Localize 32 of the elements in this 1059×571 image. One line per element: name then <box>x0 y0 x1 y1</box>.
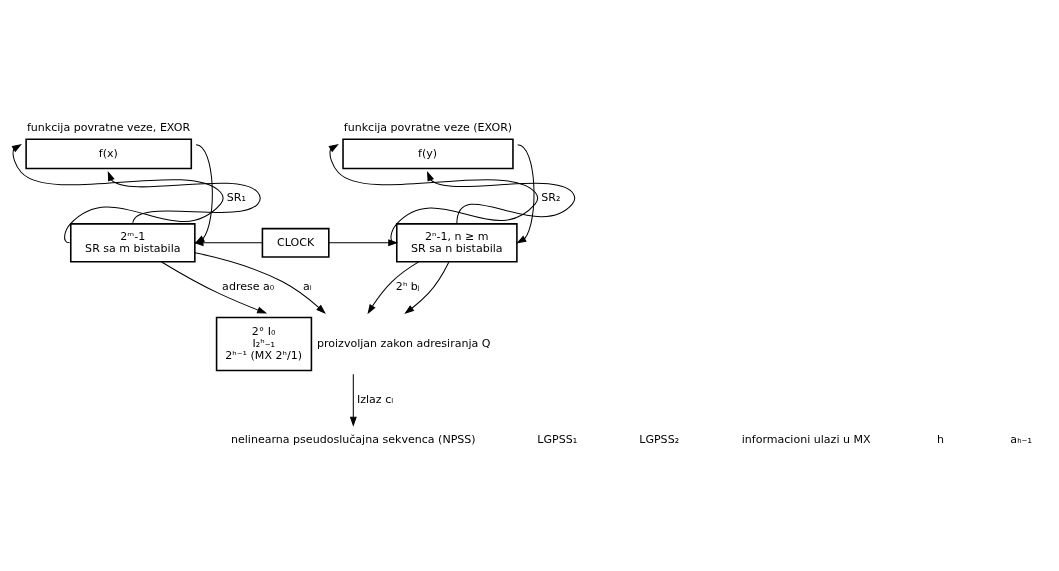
edge-label: adrese a₀ <box>222 280 275 294</box>
arrow <box>194 252 326 314</box>
node-text: nelinearna pseudoslučajna sekvenca (NPSS) <box>230 432 476 446</box>
arrow <box>427 171 576 225</box>
arrow <box>516 144 535 244</box>
arrow <box>404 261 450 315</box>
label: aₕ₋₁ <box>1010 432 1032 446</box>
arrow <box>328 239 399 247</box>
edge-label: SR₂ <box>541 191 561 205</box>
arrow <box>161 261 268 314</box>
node-label: funkcija povratne veze (EXOR) <box>343 120 513 134</box>
edge-label: 2ʰ bⱼ <box>395 280 420 294</box>
label: LGPSS₁ <box>537 432 578 446</box>
node-box: f(x) <box>25 138 193 170</box>
node-box: f(y) <box>342 138 514 170</box>
node-label: proizvoljan zakon adresiranja Q <box>316 336 491 350</box>
label: h <box>937 432 945 446</box>
label: LGPSS₂ <box>639 432 680 446</box>
arrow <box>367 261 420 315</box>
node-label: funkcija povratne veze, EXOR <box>26 120 191 134</box>
edge-label: aᵢ <box>303 280 312 294</box>
edge-label: Izlaz cₗ <box>356 392 394 406</box>
arrow <box>349 373 357 427</box>
node-box: CLOCK <box>261 227 330 258</box>
label: informacioni ulazi u MX <box>741 432 871 446</box>
node-box: 2ⁿ-1, n ≥ m SR sa n bistabila <box>395 223 518 263</box>
node-box: 2° I₀ I₂ʰ₋₁ 2ʰ⁻¹ (MX 2ʰ/1) <box>215 316 313 372</box>
arrow <box>328 144 539 244</box>
node-box: 2ᵐ-1 SR sa m bistabila <box>69 223 196 263</box>
edge-label: SR₁ <box>226 191 246 205</box>
arrow <box>193 239 263 247</box>
arrow <box>107 171 261 225</box>
